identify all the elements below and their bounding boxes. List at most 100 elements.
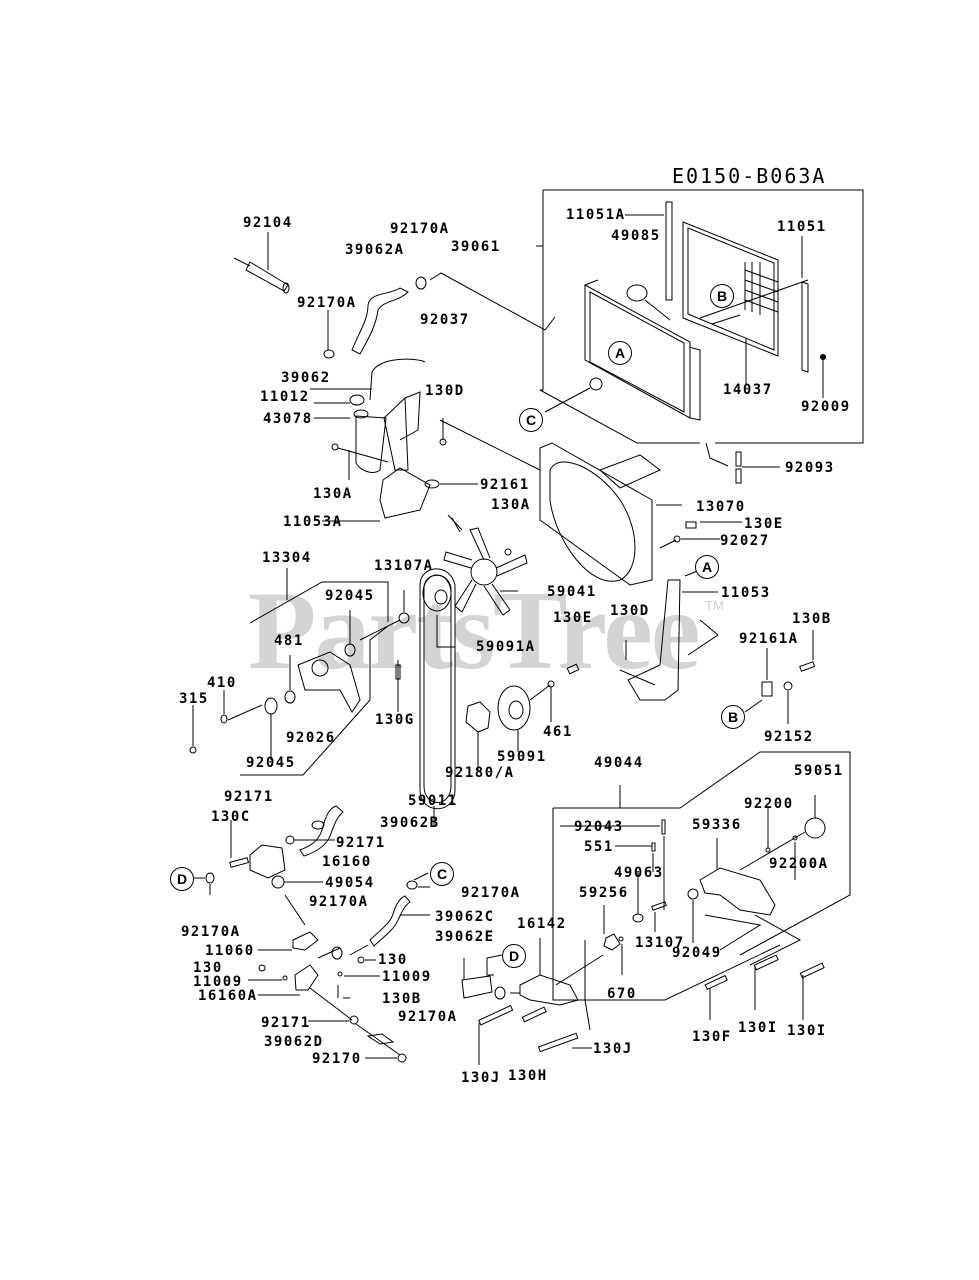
- part-label-130i[interactable]: 130I: [787, 1023, 827, 1039]
- part-label-59256[interactable]: 59256: [579, 885, 629, 901]
- watermark: PartsTree: [248, 569, 701, 693]
- part-label-49063[interactable]: 49063: [614, 865, 664, 881]
- part-label-11053[interactable]: 11053: [721, 585, 771, 601]
- part-92093-pad: [705, 442, 780, 484]
- part-label-39061[interactable]: 39061: [451, 239, 501, 255]
- part-label-92104[interactable]: 92104: [243, 215, 293, 231]
- part-label-59091[interactable]: 59091: [497, 749, 547, 765]
- part-label-410[interactable]: 410: [207, 675, 237, 691]
- part-label-11051[interactable]: 11051: [777, 219, 827, 235]
- part-label-130b[interactable]: 130B: [382, 991, 422, 1007]
- part-label-130b[interactable]: 130B: [792, 611, 832, 627]
- part-label-551[interactable]: 551: [584, 839, 614, 855]
- part-label-13107a[interactable]: 13107A: [374, 558, 434, 574]
- part-label-49044[interactable]: 49044: [594, 755, 644, 771]
- part-label-130[interactable]: 130: [378, 952, 408, 968]
- part-label-11009[interactable]: 11009: [193, 974, 243, 990]
- part-label-130g[interactable]: 130G: [375, 712, 415, 728]
- part-label-130j[interactable]: 130J: [593, 1041, 633, 1057]
- part-label-92009[interactable]: 92009: [801, 399, 851, 415]
- part-label-11053a[interactable]: 11053A: [283, 514, 343, 530]
- part-label-16160a[interactable]: 16160A: [198, 988, 258, 1004]
- part-label-49085[interactable]: 49085: [611, 228, 661, 244]
- part-label-11012[interactable]: 11012: [260, 389, 310, 405]
- part-label-130[interactable]: 130: [193, 960, 223, 976]
- part-label-92171[interactable]: 92171: [224, 789, 274, 805]
- part-label-16142[interactable]: 16142: [517, 916, 567, 932]
- part-label-92161a[interactable]: 92161A: [739, 631, 799, 647]
- part-label-92170a[interactable]: 92170A: [181, 924, 241, 940]
- part-label-315[interactable]: 315: [179, 691, 209, 707]
- part-label-39062[interactable]: 39062: [281, 370, 331, 386]
- part-label-92170a[interactable]: 92170A: [390, 221, 450, 237]
- part-label-13107[interactable]: 13107: [635, 935, 685, 951]
- part-59336-pump-body: [687, 795, 826, 1020]
- part-label-130h[interactable]: 130H: [508, 1068, 548, 1084]
- part-label-16160[interactable]: 16160: [322, 854, 372, 870]
- part-label-92161[interactable]: 92161: [480, 477, 530, 493]
- part-label-130a[interactable]: 130A: [313, 486, 353, 502]
- part-label-92045[interactable]: 92045: [325, 588, 375, 604]
- part-label-39062b[interactable]: 39062B: [380, 815, 440, 831]
- part-39062C-hose: [349, 895, 430, 956]
- part-label-92045[interactable]: 92045: [246, 755, 296, 771]
- part-label-49054[interactable]: 49054: [325, 875, 375, 891]
- part-label-130e[interactable]: 130E: [744, 516, 784, 532]
- part-59011-belt: [419, 568, 456, 826]
- part-label-92037[interactable]: 92037: [420, 312, 470, 328]
- part-59091-pulley: [497, 663, 580, 752]
- part-label-92170a[interactable]: 92170A: [461, 885, 521, 901]
- part-label-59011[interactable]: 59011: [408, 793, 458, 809]
- part-label-670[interactable]: 670: [607, 986, 637, 1002]
- part-label-481[interactable]: 481: [274, 633, 304, 649]
- part-label-11009[interactable]: 11009: [382, 969, 432, 985]
- part-label-92171[interactable]: 92171: [261, 1015, 311, 1031]
- part-label-39062d[interactable]: 39062D: [264, 1034, 324, 1050]
- callout-d-thermostat: D: [170, 867, 194, 891]
- part-11051A-bracket: [625, 201, 673, 301]
- part-label-39062e[interactable]: 39062E: [435, 929, 495, 945]
- part-label-59051[interactable]: 59051: [794, 763, 844, 779]
- part-label-92026[interactable]: 92026: [286, 730, 336, 746]
- radiator-group-bracket: [536, 189, 864, 444]
- part-label-92171[interactable]: 92171: [336, 835, 386, 851]
- part-label-92200a[interactable]: 92200A: [769, 856, 829, 872]
- part-label-11060[interactable]: 11060: [205, 943, 255, 959]
- part-label-130i[interactable]: 130I: [738, 1020, 778, 1036]
- part-label-92170a[interactable]: 92170A: [309, 894, 369, 910]
- part-label-130d[interactable]: 130D: [425, 383, 465, 399]
- part-label-59091a[interactable]: 59091A: [476, 639, 536, 655]
- part-label-130c[interactable]: 130C: [211, 809, 251, 825]
- part-label-13304[interactable]: 13304: [262, 550, 312, 566]
- part-label-92170a[interactable]: 92170A: [398, 1009, 458, 1025]
- part-label-43078[interactable]: 43078: [263, 411, 313, 427]
- part-label-92200[interactable]: 92200: [744, 796, 794, 812]
- part-92161A-block: [744, 630, 816, 724]
- part-label-130j[interactable]: 130J: [461, 1070, 501, 1086]
- part-label-130d[interactable]: 130D: [610, 603, 650, 619]
- part-label-92049[interactable]: 92049: [672, 945, 722, 961]
- part-label-92170[interactable]: 92170: [312, 1051, 362, 1067]
- part-label-14037[interactable]: 14037: [723, 382, 773, 398]
- part-label-92027[interactable]: 92027: [720, 533, 770, 549]
- part-label-39062a[interactable]: 39062A: [345, 242, 405, 258]
- part-label-92043[interactable]: 92043: [574, 819, 624, 835]
- part-label-59041[interactable]: 59041: [547, 584, 597, 600]
- part-label-39062c[interactable]: 39062C: [435, 909, 495, 925]
- part-label-59336[interactable]: 59336: [692, 817, 742, 833]
- part-11051-bracket: [801, 236, 826, 398]
- part-13070-shroud: [539, 442, 742, 586]
- part-label-11051a[interactable]: 11051A: [566, 207, 626, 223]
- part-label-130a[interactable]: 130A: [491, 497, 531, 513]
- part-label-130f[interactable]: 130F: [692, 1029, 732, 1045]
- part-label-92152[interactable]: 92152: [764, 729, 814, 745]
- part-label-130e[interactable]: 130E: [553, 610, 593, 626]
- part-11053-bracket: [619, 569, 719, 701]
- part-label-13070[interactable]: 13070: [696, 499, 746, 515]
- part-14037-screen: [682, 221, 809, 385]
- part-label-92093[interactable]: 92093: [785, 460, 835, 476]
- part-label-92170a[interactable]: 92170A: [297, 295, 357, 311]
- part-label-461[interactable]: 461: [543, 724, 573, 740]
- part-label-92180a[interactable]: 92180/A: [445, 765, 515, 781]
